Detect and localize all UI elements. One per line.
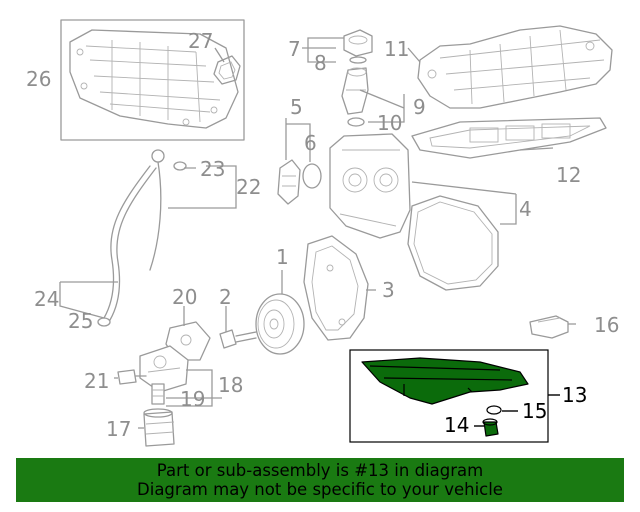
part-5-fitting[interactable] xyxy=(277,159,301,205)
info-banner: Part or sub-assembly is #13 in diagram D… xyxy=(16,458,624,502)
part-20-gasket[interactable] xyxy=(165,321,211,361)
callout-5[interactable]: 5 xyxy=(290,95,303,119)
part-12-gasket[interactable] xyxy=(411,117,607,159)
callout-9[interactable]: 9 xyxy=(413,95,426,119)
callout-13[interactable]: 13 xyxy=(562,383,587,407)
banner-line-1: Part or sub-assembly is #13 in diagram xyxy=(156,461,484,480)
part-13-oil-pan-group[interactable] xyxy=(349,349,549,443)
part-7-housing-cap[interactable] xyxy=(343,29,373,57)
part-4-timing-cover[interactable] xyxy=(329,133,411,239)
callout-24[interactable]: 24 xyxy=(34,287,59,311)
part-2-bolt[interactable] xyxy=(219,329,257,349)
callout-14[interactable]: 14 xyxy=(444,413,469,437)
part-27-gasket[interactable] xyxy=(213,55,241,85)
part-14-drain-plug[interactable] xyxy=(482,418,499,437)
callout-2[interactable]: 2 xyxy=(219,285,232,309)
callout-16[interactable]: 16 xyxy=(594,313,619,337)
part-10-o-ring[interactable] xyxy=(347,117,365,127)
part-1-pulley[interactable] xyxy=(255,293,305,355)
callout-1[interactable]: 1 xyxy=(276,245,289,269)
part-18-adapter[interactable] xyxy=(139,345,189,393)
callout-10[interactable]: 10 xyxy=(377,111,402,135)
part-9-housing[interactable] xyxy=(341,67,369,115)
part-19-fitting[interactable] xyxy=(151,383,165,405)
part-3-inner-cover[interactable] xyxy=(303,235,369,341)
callout-8[interactable]: 8 xyxy=(314,51,327,75)
callout-21[interactable]: 21 xyxy=(84,369,109,393)
part-8-seal[interactable] xyxy=(349,56,367,64)
callout-6[interactable]: 6 xyxy=(304,131,317,155)
banner-line-2: Diagram may not be specific to your vehi… xyxy=(137,480,503,499)
callout-11[interactable]: 11 xyxy=(384,37,409,61)
callout-7[interactable]: 7 xyxy=(288,37,301,61)
callout-23[interactable]: 23 xyxy=(200,157,225,181)
part-25-o-ring[interactable] xyxy=(97,317,111,327)
leader-lines xyxy=(59,37,576,429)
callout-3[interactable]: 3 xyxy=(382,278,395,302)
part-11-manifold[interactable] xyxy=(417,25,613,109)
callout-20[interactable]: 20 xyxy=(172,285,197,309)
callout-17[interactable]: 17 xyxy=(106,417,131,441)
callout-4[interactable]: 4 xyxy=(519,197,532,221)
part-24-dipstick-tube[interactable] xyxy=(103,165,157,321)
part-17-oil-filter[interactable] xyxy=(143,408,175,447)
part-6-gasket[interactable] xyxy=(302,163,322,189)
callout-19[interactable]: 19 xyxy=(180,387,205,411)
part-23-seal[interactable] xyxy=(173,161,187,171)
part-21-sensor[interactable] xyxy=(117,369,147,385)
callout-27[interactable]: 27 xyxy=(188,29,213,53)
callout-26[interactable]: 26 xyxy=(26,67,51,91)
part-16-cap[interactable] xyxy=(529,315,569,339)
callout-25[interactable]: 25 xyxy=(68,309,93,333)
callout-12[interactable]: 12 xyxy=(556,163,581,187)
callout-22[interactable]: 22 xyxy=(236,175,261,199)
callouts: 1 2 3 4 5 6 7 8 9 10 11 12 13 14 15 16 1… xyxy=(26,29,619,441)
parts-diagram: 1 2 3 4 5 6 7 8 9 10 11 12 13 14 15 16 1… xyxy=(26,19,619,447)
part-4-cover-gasket[interactable] xyxy=(407,195,499,291)
part-26-intake-manifold[interactable] xyxy=(60,19,245,141)
part-15-washer[interactable] xyxy=(486,405,502,415)
callout-15[interactable]: 15 xyxy=(522,399,547,423)
callout-18[interactable]: 18 xyxy=(218,373,243,397)
part-22-dipstick[interactable] xyxy=(149,149,165,271)
